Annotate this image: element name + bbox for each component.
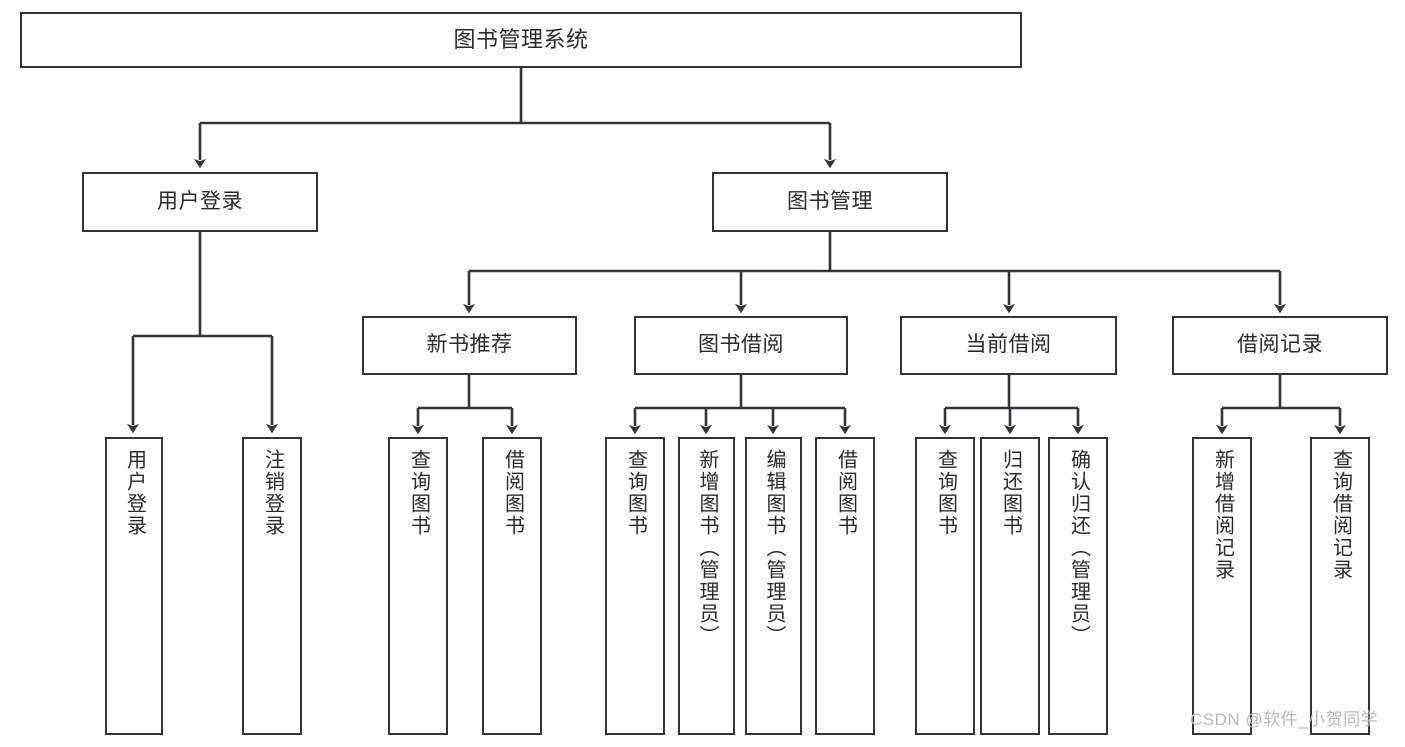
node-leaf-query-book-3[interactable]: 查询图书: [915, 437, 975, 735]
node-leaf-query-book-1-label: 查询图书: [407, 449, 430, 537]
node-leaf-query-record-label: 查询借阅记录: [1329, 449, 1352, 581]
node-leaf-confirm-return-label: 确认归还（管理员）: [1067, 449, 1090, 647]
node-leaf-return-book-label: 归还图书: [999, 449, 1022, 537]
node-leaf-add-book[interactable]: 新增图书（管理员）: [678, 437, 735, 735]
node-leaf-add-record-label: 新增借阅记录: [1211, 449, 1234, 581]
node-leaf-add-record[interactable]: 新增借阅记录: [1192, 437, 1252, 735]
node-leaf-user-login-label: 用户登录: [123, 449, 146, 537]
node-book-borrow-label: 图书借阅: [698, 333, 784, 357]
node-leaf-edit-book-label: 编辑图书（管理员）: [763, 449, 785, 647]
node-book-manage-label: 图书管理: [787, 189, 873, 213]
node-current-borrow[interactable]: 当前借阅: [900, 316, 1117, 375]
node-leaf-query-book-3-label: 查询图书: [934, 449, 957, 537]
node-book-manage[interactable]: 图书管理: [712, 172, 948, 232]
node-leaf-query-record[interactable]: 查询借阅记录: [1310, 437, 1370, 735]
node-leaf-confirm-return[interactable]: 确认归还（管理员）: [1048, 437, 1108, 735]
node-borrow-record-label: 借阅记录: [1237, 333, 1323, 357]
node-book-borrow[interactable]: 图书借阅: [634, 316, 848, 375]
node-root[interactable]: 图书管理系统: [20, 12, 1022, 68]
node-leaf-logout-label: 注销登录: [261, 449, 284, 537]
node-leaf-return-book[interactable]: 归还图书: [980, 437, 1040, 735]
node-borrow-record[interactable]: 借阅记录: [1172, 316, 1388, 375]
node-leaf-logout[interactable]: 注销登录: [242, 437, 302, 735]
node-user-login-label: 用户登录: [157, 189, 243, 213]
node-leaf-query-book-1[interactable]: 查询图书: [388, 437, 448, 735]
node-current-borrow-label: 当前借阅: [965, 333, 1052, 357]
node-leaf-user-login[interactable]: 用户登录: [105, 437, 163, 735]
node-leaf-borrow-book-1-label: 借阅图书: [501, 449, 524, 537]
node-leaf-query-book-2[interactable]: 查询图书: [605, 437, 665, 735]
node-new-book-recommend[interactable]: 新书推荐: [362, 316, 577, 375]
node-leaf-query-book-2-label: 查询图书: [624, 449, 647, 537]
node-leaf-edit-book[interactable]: 编辑图书（管理员）: [745, 437, 802, 735]
node-leaf-borrow-book-2[interactable]: 借阅图书: [815, 437, 875, 735]
node-root-label: 图书管理系统: [453, 27, 589, 53]
node-leaf-borrow-book-2-label: 借阅图书: [834, 449, 857, 537]
node-new-book-recommend-label: 新书推荐: [426, 333, 513, 357]
node-leaf-borrow-book-1[interactable]: 借阅图书: [482, 437, 542, 735]
node-user-login[interactable]: 用户登录: [82, 172, 318, 232]
node-leaf-add-book-label: 新增图书（管理员）: [696, 449, 718, 647]
